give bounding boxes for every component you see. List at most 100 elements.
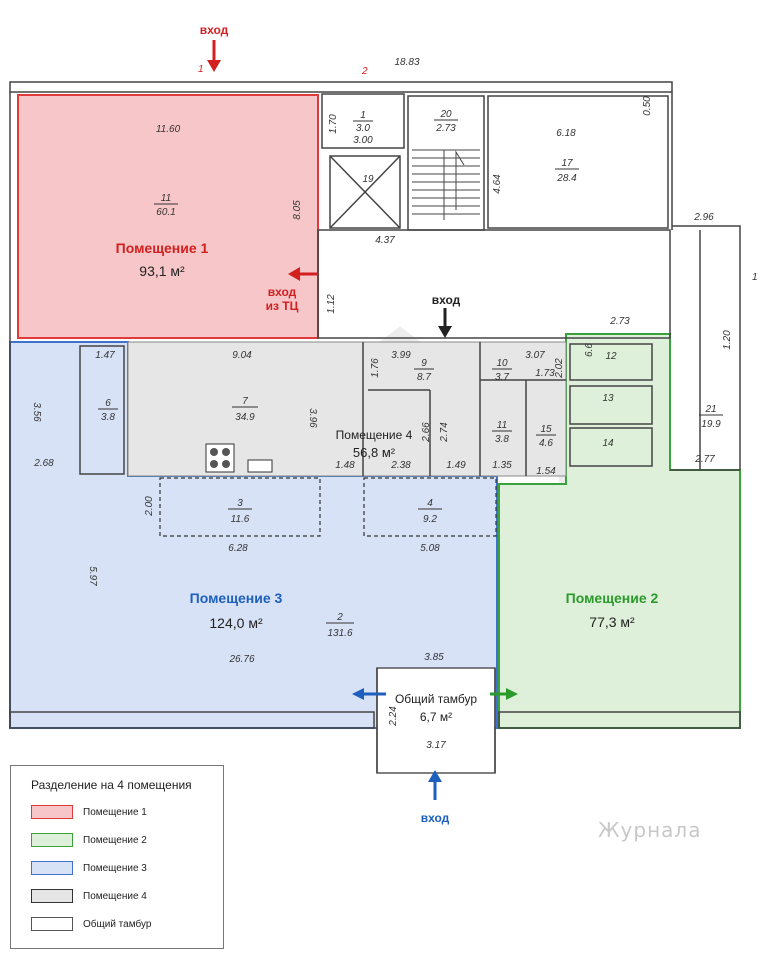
zone-4-fill [127,341,567,477]
tambur-arrow-left-icon [352,688,386,700]
room-11b-num: 11 [497,420,507,431]
room-7-area: 34.9 [235,412,255,423]
zone-2-area: 77,3 м² [589,614,635,630]
dim-tambur-h: 2.24 [388,706,399,727]
legend-item-zone-3: Помещение 3 [31,860,147,876]
room-20-num: 20 [439,109,452,120]
dim-elev-w: 4.37 [375,235,395,246]
room-15-num: 15 [540,424,552,435]
axis-1-label: 1 [198,64,204,75]
room-2-area: 131.6 [327,628,352,639]
zone-3-title: Помещение 3 [190,590,283,606]
legend-swatch-tambur [31,917,73,931]
room-11-area: 60.1 [156,207,175,218]
room-21-area: 19.9 [701,419,721,430]
axis-2-label: 2 [361,66,368,77]
room-3-num: 3 [237,498,243,509]
dim-z4-w2: 2.38 [390,460,411,471]
dim-r17-w: 6.18 [556,128,576,139]
room-1-area: 3.0 [356,123,370,134]
dim-right-w: 2.96 [693,212,714,223]
tambur-title: Общий тамбур [395,692,477,706]
dim-corr-h: 1.12 [326,294,337,314]
room-6-num: 6 [105,398,111,409]
room-labels: 11 60.1 1 3.0 20 2.73 17 28.4 19 6 3.8 7… [98,109,723,639]
tambur-area: 6,7 м² [420,710,452,724]
room-20-area: 2.73 [435,123,456,134]
dim-tambur-w: 3.17 [426,740,446,751]
legend-item-zone-1: Помещение 1 [31,804,147,820]
entrance-top-arrow-icon [207,40,221,72]
dim-r7-h: 3.96 [307,408,318,428]
dim-z3-h: 5.97 [87,566,98,586]
dim-z4-h2: 2.74 [439,422,450,443]
room-4-area: 9.2 [423,514,437,525]
entrance-bottom-arrow-icon [428,770,442,800]
room-4-outline [363,477,497,537]
dimension-labels: 18.83 11.60 8.05 1.70 3.00 6.18 0.50 4.6… [31,57,733,751]
dim-r9-side: 1.76 [370,358,381,378]
entrance-corridor-label: вход [432,293,461,307]
room-3-area: 11.6 [231,514,250,525]
room-3-outline [159,477,321,537]
dim-stair-h: 4.64 [492,174,503,194]
dim-r17-side: 0.50 [642,96,653,116]
room-6-area: 3.8 [101,412,115,423]
room-2-num: 2 [336,612,343,623]
legend-swatch-zone-1 [31,805,73,819]
entrance-mall-label-1: вход [268,285,297,299]
room-10-area: 3.7 [495,372,509,383]
legend-swatch-zone-3 [31,861,73,875]
dim-r7-w: 9.04 [232,350,252,361]
room-13-num: 13 [602,393,614,404]
entrance-mall-arrow-icon [288,267,318,281]
room-14-num: 14 [602,438,614,449]
legend-swatch-zone-2 [31,833,73,847]
legend-label: Помещение 1 [83,806,147,818]
dim-r11-w: 1.35 [492,460,512,471]
legend-label: Помещение 2 [83,834,147,846]
dim-r3-h: 2.00 [144,496,155,517]
entrance-bottom-label: вход [421,811,450,825]
dim-z4-w1: 1.48 [335,460,355,471]
room-9-num: 9 [421,358,427,369]
legend-label: Помещение 3 [83,862,147,874]
zone-1-title: Помещение 1 [116,240,209,256]
dim-r4-w: 5.08 [420,543,440,554]
watermark-text: Журнала [598,818,702,842]
dim-r10-w: 3.07 [525,350,545,361]
dim-r10-side: 1.73 [535,368,555,379]
stove-icon [205,443,273,473]
dim-z4-w3: 1.49 [446,460,466,471]
dim-left-h: 3.56 [31,402,42,422]
legend: Разделение на 4 помещения Помещение 1 По… [10,765,224,949]
zone-3-area: 124,0 м² [209,615,263,631]
legend-swatch-zone-4 [31,889,73,903]
room-17-num: 17 [561,158,573,169]
dim-z3-w: 26.76 [228,654,254,665]
entrance-mall-label-2: из ТЦ [266,299,299,313]
dim-room1-w: 3.00 [353,135,373,146]
room-9-area: 8.7 [417,372,431,383]
zone-4-area: 56,8 м² [353,445,396,460]
legend-item-zone-2: Помещение 2 [31,832,147,848]
dim-r10-top: 6.6 [584,343,595,357]
room-4-num: 4 [427,498,433,509]
room-12-num: 12 [605,351,617,362]
dim-r1-height: 8.05 [292,200,303,220]
walls [9,81,741,773]
dim-r21-bottom: 2.77 [694,454,715,465]
dim-r9-w: 3.99 [391,350,411,361]
dim-r21-h: 1.20 [722,330,733,350]
room-11b-area: 3.8 [495,434,509,445]
room-1-num: 1 [360,110,366,121]
tambur-arrow-right-icon [490,688,518,700]
room-7-num: 7 [242,396,248,407]
zone-4-title: Помещение 4 [336,428,413,442]
dim-top-total: 18.83 [394,57,419,68]
room-17-area: 28.4 [556,173,577,184]
stair-treads [412,149,480,220]
room-19-num: 19 [362,174,374,185]
zone-1-fill [17,94,319,339]
room-10-num: 10 [496,358,508,369]
